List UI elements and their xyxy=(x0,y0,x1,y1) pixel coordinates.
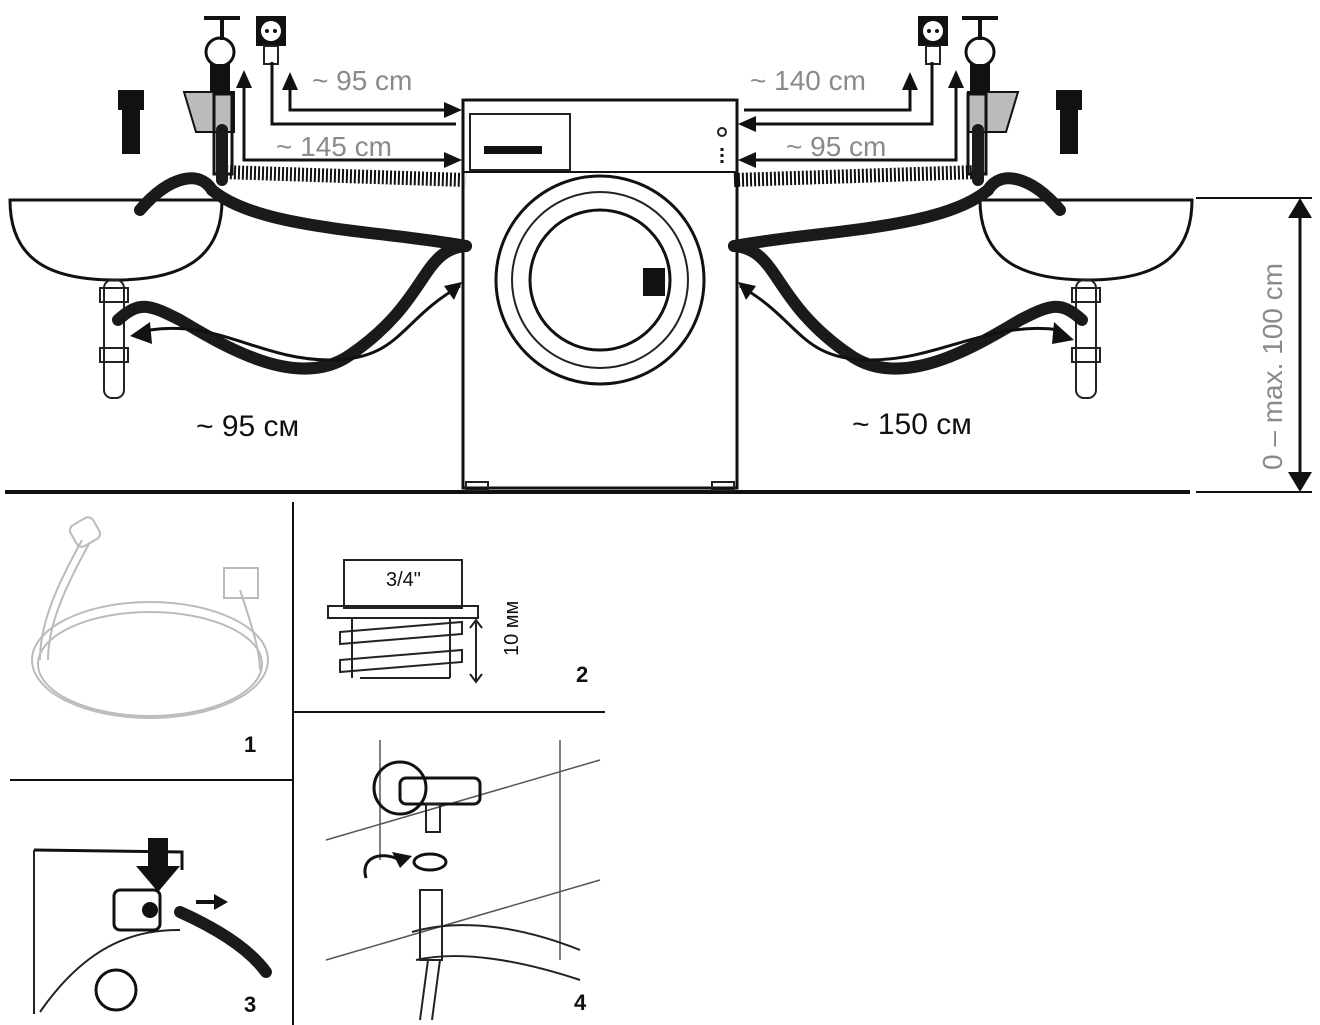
top-installation-scene: ~ 95 cm ~ 145 cm ~ 95 см xyxy=(5,16,1312,494)
door-handle xyxy=(643,268,665,296)
panel-1-inlet-hose: 1 xyxy=(31,516,269,757)
door-outer xyxy=(494,174,706,386)
panel-4-tap-connection: 4 xyxy=(325,740,601,1021)
panel-2-thread-detail: 3/4" 10 мм 2 xyxy=(327,559,588,687)
panel-2-depth-label: 10 мм xyxy=(501,601,523,656)
panel-2-number: 2 xyxy=(576,662,588,687)
washing-machine xyxy=(461,98,739,491)
panel-4-number: 4 xyxy=(574,990,587,1015)
left-bolt-icon xyxy=(118,90,144,154)
left-drain-label: ~ 95 см xyxy=(196,410,299,443)
panel-1-number: 1 xyxy=(244,732,256,757)
panel-3-number: 3 xyxy=(244,992,256,1017)
right-socket-icon xyxy=(918,16,948,65)
right-setup: ~ 140 cm ~ 95 cm ~ 150 см xyxy=(728,16,1194,441)
right-drain-label: ~ 150 см xyxy=(852,408,972,441)
panel-3-machine-back: 3 xyxy=(33,838,272,1017)
left-setup: ~ 95 cm ~ 145 cm ~ 95 см xyxy=(8,16,472,443)
left-water-tap-icon xyxy=(182,16,240,176)
left-drain-pipe xyxy=(99,279,129,399)
right-inlet-label-a: ~ 140 cm xyxy=(750,65,866,96)
right-water-tap-icon xyxy=(962,16,1020,176)
door-glass xyxy=(528,208,672,352)
right-bolt-icon xyxy=(1056,90,1082,154)
right-drain-pipe xyxy=(1071,279,1101,399)
right-sink xyxy=(978,198,1194,282)
height-dimension: 0 – max. 100 cm xyxy=(1196,197,1312,493)
height-range-label: 0 – max. 100 cm xyxy=(1257,263,1288,470)
panel-2-thread-label: 3/4" xyxy=(386,569,421,591)
left-inlet-label-a: ~ 95 cm xyxy=(312,65,412,96)
control-knob-icon xyxy=(717,127,727,137)
detergent-drawer xyxy=(469,113,571,171)
right-inlet-label-b: ~ 95 cm xyxy=(786,131,886,162)
left-sink xyxy=(8,198,224,282)
bottom-panels: 1 3/4" 10 мм 2 xyxy=(10,502,605,1025)
left-inlet-label-b: ~ 145 cm xyxy=(276,131,392,162)
left-socket-icon xyxy=(256,16,286,65)
